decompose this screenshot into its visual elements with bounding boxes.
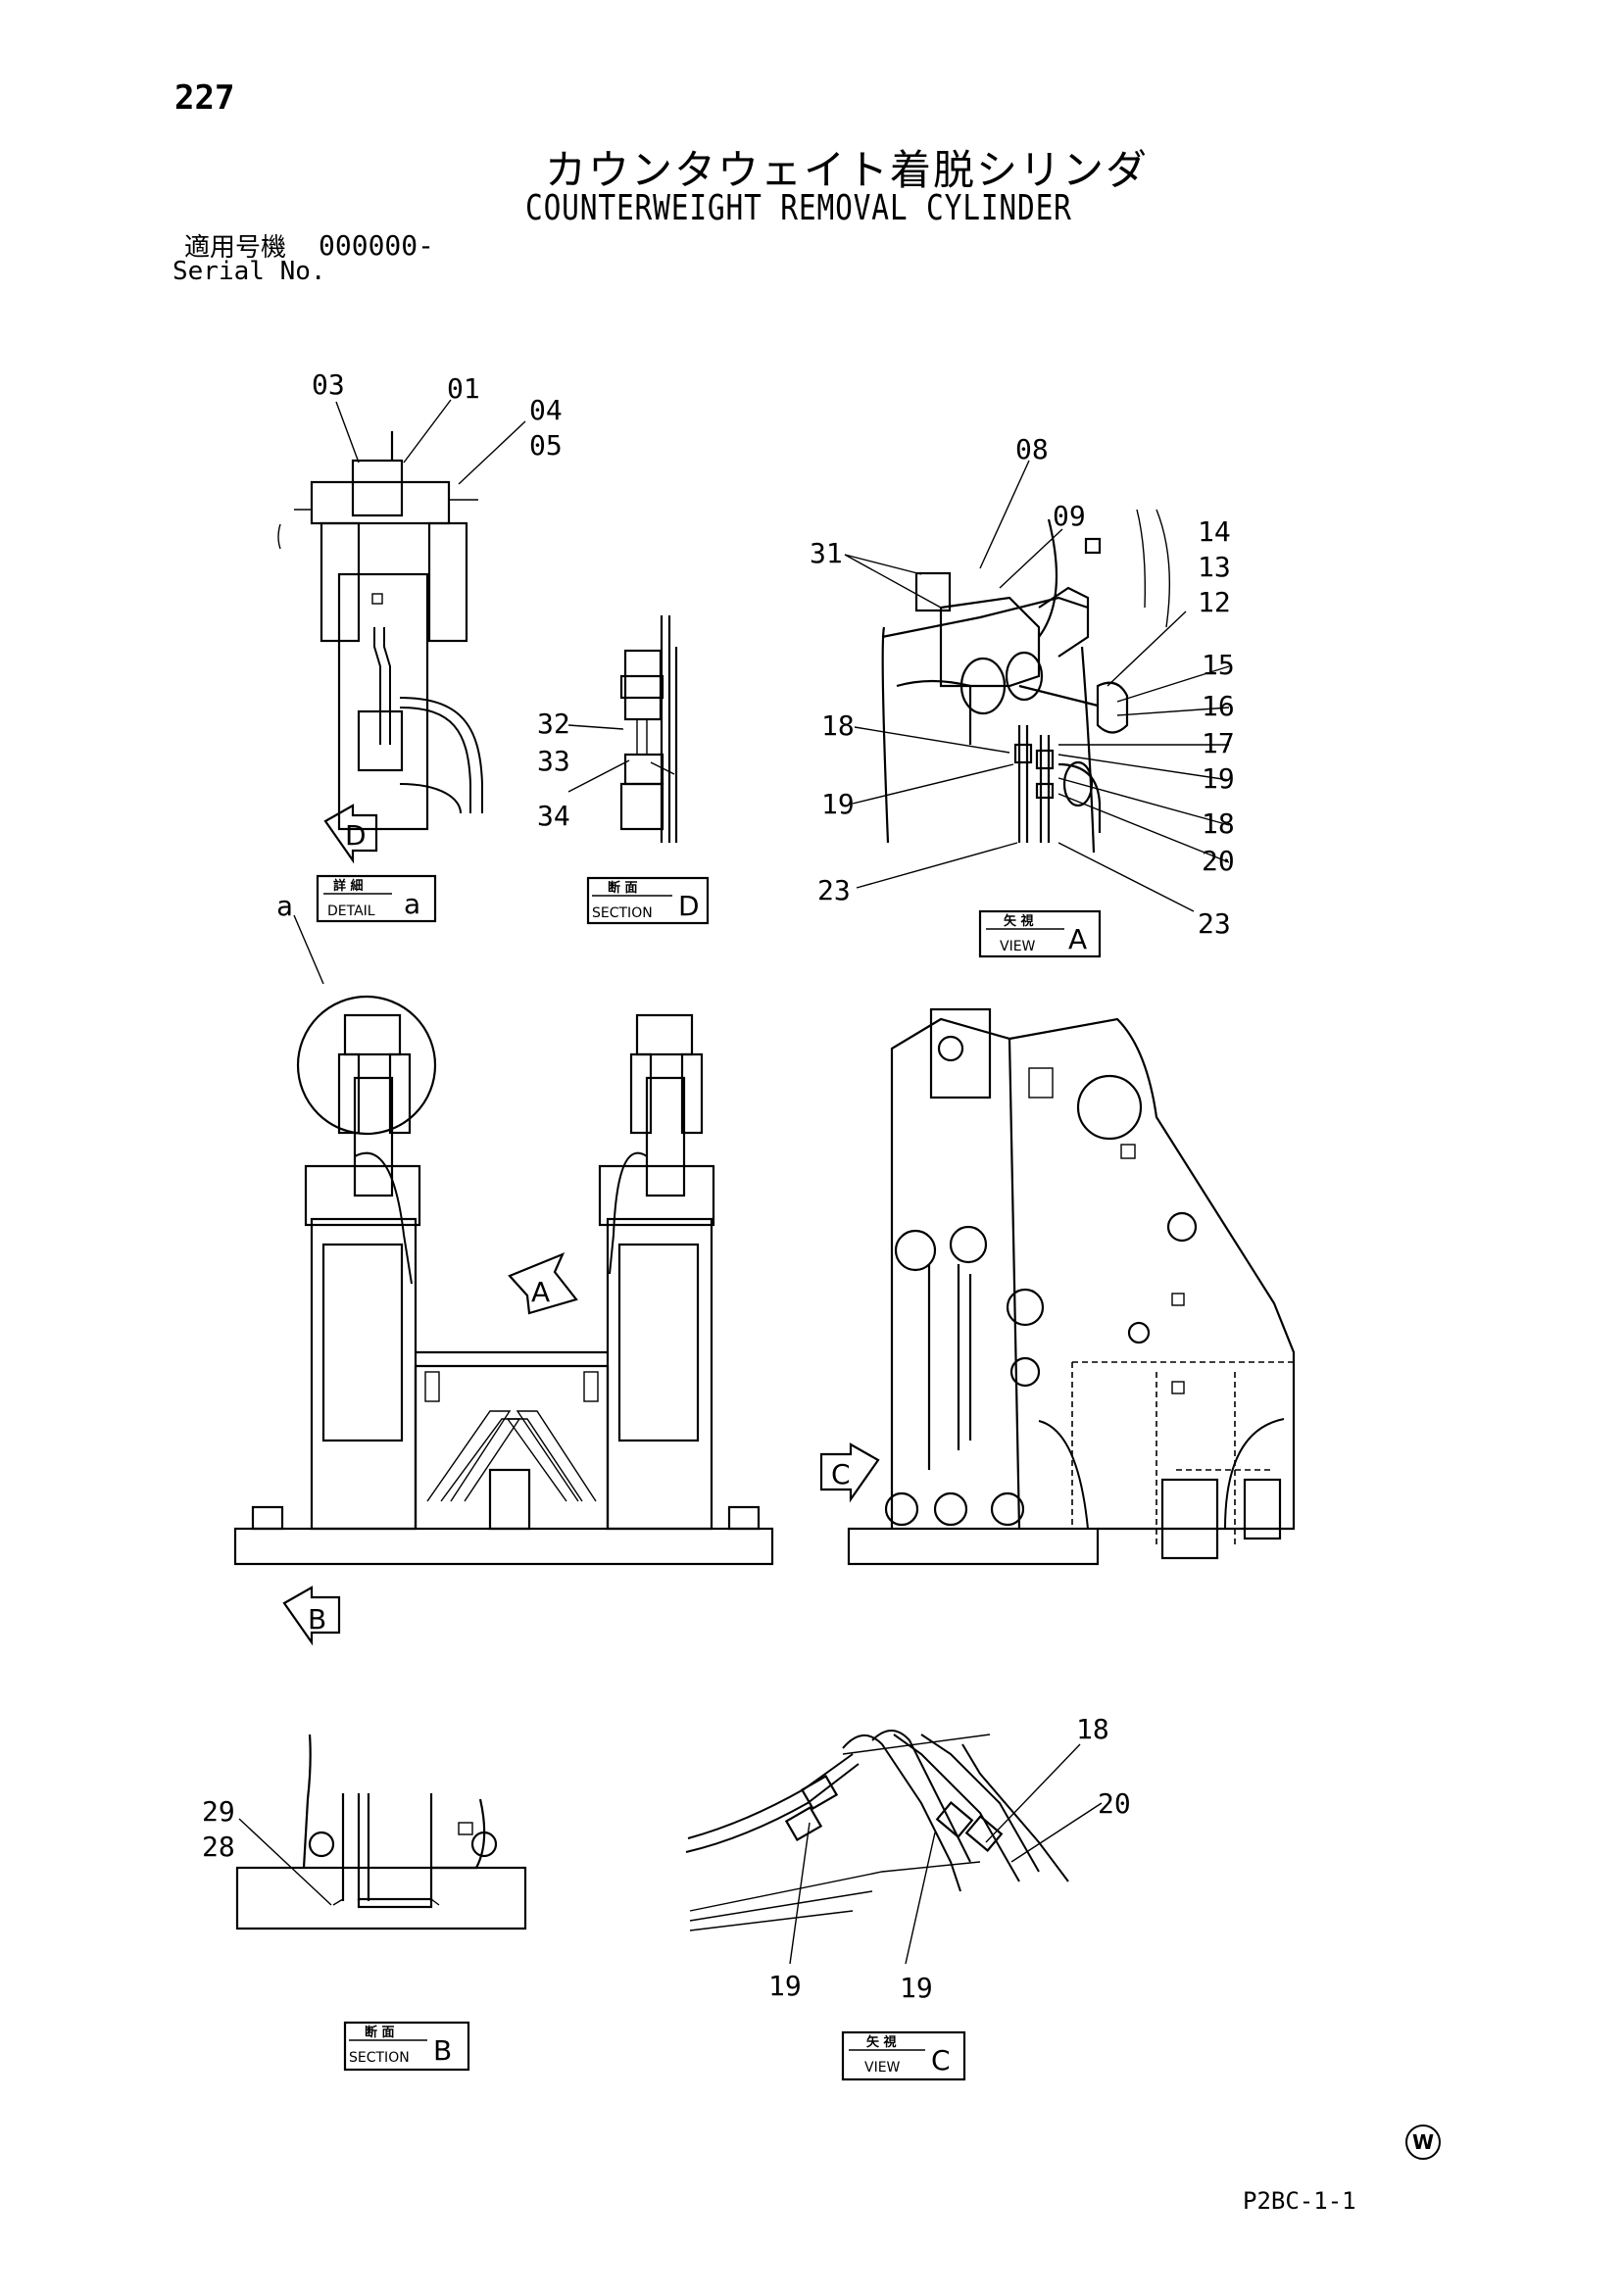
side-view-drawing [847, 1007, 1296, 1566]
svg-text:矢 視: 矢 視 [866, 2034, 897, 2050]
callout-19-view-a-left: 19 [821, 788, 855, 820]
callout-23-right: 23 [1198, 907, 1231, 940]
callout-23-left: 23 [817, 874, 851, 906]
callout-18-view-a-right: 18 [1202, 807, 1235, 840]
callout-17: 17 [1202, 727, 1235, 759]
tag-section-d: 断 面 SECTION D [586, 876, 710, 925]
svg-text:A: A [1068, 923, 1087, 955]
serial-label-japanese: 適用号機 [184, 233, 287, 263]
section-d-drawing [619, 615, 678, 843]
tag-detail-a: 詳 細 DETAIL a [316, 874, 437, 923]
svg-text:詳 細: 詳 細 [333, 878, 364, 894]
svg-text:SECTION: SECTION [592, 905, 653, 921]
callout-labels: 03 01 04 05 08 09 31 14 13 12 15 16 17 1… [202, 368, 1235, 2004]
view-arrow-b: B [282, 1586, 341, 1646]
callout-18-view-c: 18 [1076, 1713, 1109, 1745]
svg-text:SECTION: SECTION [349, 2050, 410, 2066]
svg-text:B: B [308, 1603, 326, 1636]
callout-04: 04 [529, 394, 563, 426]
serial-value: 000000- [319, 229, 435, 262]
svg-text:a: a [404, 888, 420, 920]
view-arrow-a: A [508, 1251, 578, 1315]
callout-18-view-a-left: 18 [821, 709, 855, 742]
callout-19-view-c-right: 19 [900, 1972, 933, 2004]
manufacturer-mark-icon: W [1405, 2125, 1441, 2160]
svg-text:a: a [276, 890, 293, 922]
callout-34: 34 [537, 800, 570, 832]
callout-20-view-c: 20 [1098, 1787, 1131, 1820]
callout-32: 32 [537, 708, 570, 740]
callout-31: 31 [810, 537, 843, 569]
svg-text:DETAIL: DETAIL [327, 904, 375, 919]
section-b-drawing [235, 1734, 527, 1930]
callout-13: 13 [1198, 551, 1231, 583]
main-rear-view-drawing [233, 995, 774, 1566]
svg-text:断 面: 断 面 [365, 2025, 395, 2040]
title-japanese: カウンタウェイト着脱シリンダ [545, 146, 1150, 194]
tag-view-a: 矢 視 VIEW A [978, 909, 1102, 958]
callout-15: 15 [1202, 649, 1235, 681]
view-arrow-d: D [323, 804, 378, 864]
callout-12: 12 [1198, 586, 1231, 618]
callout-01: 01 [447, 372, 480, 405]
view-arrow-c: C [819, 1442, 880, 1503]
callout-05: 05 [529, 429, 563, 462]
leader-a: a [276, 890, 324, 985]
callout-20-view-a: 20 [1202, 845, 1235, 877]
svg-text:D: D [678, 890, 700, 922]
svg-text:C: C [931, 2044, 951, 2076]
detail-a-drawing [277, 431, 483, 831]
callout-08: 08 [1015, 433, 1049, 465]
tag-section-b: 断 面 SECTION B [343, 2021, 470, 2072]
callout-19-view-c-left: 19 [768, 1970, 802, 2002]
callout-29: 29 [202, 1795, 235, 1828]
callout-33: 33 [537, 745, 570, 777]
svg-text:D: D [345, 819, 367, 852]
tag-view-c: 矢 視 VIEW C [841, 2030, 966, 2081]
callout-19-view-a-right: 19 [1202, 762, 1235, 795]
page-code: P2BC-1-1 [1243, 2187, 1356, 2215]
serial-label-english: Serial No. [172, 257, 326, 286]
callout-09: 09 [1053, 500, 1086, 532]
callout-28: 28 [202, 1831, 235, 1863]
callout-03: 03 [312, 368, 345, 401]
svg-text:B: B [433, 2034, 452, 2067]
callout-16: 16 [1202, 690, 1235, 722]
leader-lines [238, 399, 1230, 1965]
svg-text:VIEW: VIEW [1000, 939, 1036, 954]
svg-text:A: A [531, 1276, 550, 1308]
callout-14: 14 [1198, 515, 1231, 548]
svg-text:矢 視: 矢 視 [1004, 913, 1034, 929]
page-number: 227 [174, 78, 235, 118]
svg-text:C: C [831, 1458, 851, 1490]
view-a-drawing [881, 509, 1171, 854]
title-english: COUNTERWEIGHT REMOVAL CYLINDER [525, 188, 1072, 228]
svg-text:断 面: 断 面 [608, 880, 638, 896]
svg-text:VIEW: VIEW [864, 2060, 901, 2076]
view-c-drawing [685, 1730, 1069, 1931]
